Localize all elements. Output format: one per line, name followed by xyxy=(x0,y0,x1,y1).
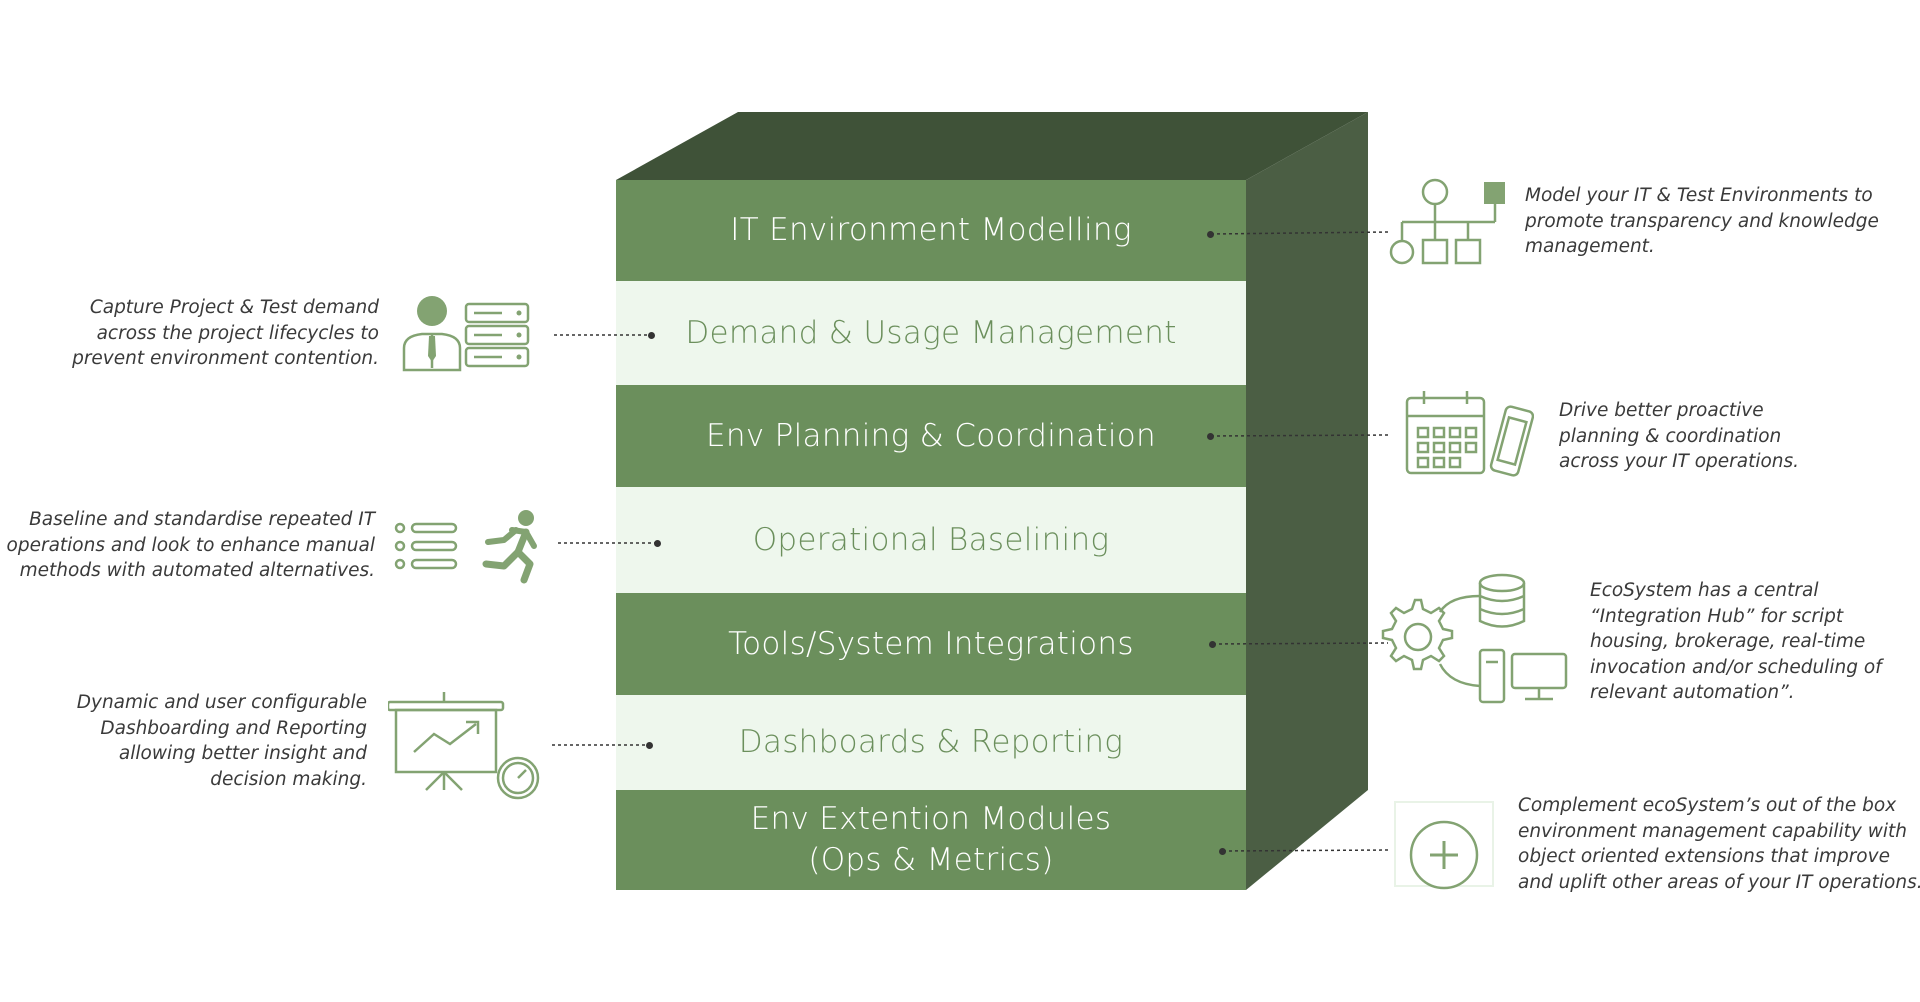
gear-database-computer-icon xyxy=(1381,573,1568,704)
description-line: methods with automated alternatives. xyxy=(19,560,375,581)
layer-operational-baselining: Operational Baselining xyxy=(616,487,1246,593)
connector-extensions xyxy=(1222,849,1391,852)
connector-dot-dashboards xyxy=(646,742,653,749)
layer-it-environment-modelling: IT Environment Modelling xyxy=(616,180,1246,281)
description-line: Complement ecoSystem’s out of the box xyxy=(1518,795,1897,816)
layer-label-line-1: Env Extention Modules xyxy=(750,801,1112,837)
layer-label-line-2: (Ops & Metrics) xyxy=(808,842,1054,878)
connector-dot-planning xyxy=(1207,433,1214,440)
checklist-runner-icon xyxy=(394,510,537,584)
connector-modelling xyxy=(1210,231,1389,235)
connector-integrations xyxy=(1212,642,1389,645)
connector-dot-integrations xyxy=(1209,641,1216,648)
description-line: promote transparency and knowledge xyxy=(1525,210,1879,232)
connector-dot-baselining xyxy=(654,540,661,547)
layer-label: IT Environment Modelling xyxy=(730,212,1132,248)
plus-window-icon xyxy=(1394,801,1494,890)
layer-env-planning-coordination: Env Planning & Coordination xyxy=(616,385,1246,487)
hierarchy-chart-icon xyxy=(1389,178,1505,265)
presentation-gauge-icon xyxy=(388,692,540,800)
description-line: invocation and/or scheduling of xyxy=(1590,656,1882,678)
description-line: operations and look to enhance manual xyxy=(6,534,375,556)
description-line: across the project lifecycles to xyxy=(96,322,379,344)
description-extensions: Complement ecoSystem’s out of the box en… xyxy=(1518,793,1920,895)
calendar-phone-icon xyxy=(1405,391,1534,477)
description-modelling: Model your IT & Test Environments to pro… xyxy=(1525,183,1879,260)
layer-label: Tools/System Integrations xyxy=(728,625,1134,662)
description-integrations: EcoSystem has a central “Integration Hub… xyxy=(1590,578,1882,706)
description-line: Capture Project & Test demand xyxy=(89,297,379,318)
description-line: relevant automation”. xyxy=(1590,682,1795,703)
connector-dot-demand xyxy=(648,332,655,339)
layer-label: Demand & Usage Management xyxy=(685,314,1177,351)
description-line: Dashboarding and Reporting xyxy=(100,717,367,739)
box-top-face xyxy=(616,112,1368,180)
layer-env-extension-modules: Env Extention Modules (Ops & Metrics) xyxy=(616,790,1246,890)
description-line: management. xyxy=(1525,236,1655,257)
layer-label: Operational Baselining xyxy=(752,521,1110,558)
description-line: EcoSystem has a central xyxy=(1590,580,1819,601)
description-line: Baseline and standardise repeated IT xyxy=(29,509,375,530)
description-line: housing, brokerage, real-time xyxy=(1590,631,1866,652)
description-line: object oriented extensions that improve xyxy=(1518,846,1890,867)
connector-dot-extensions xyxy=(1219,848,1226,855)
layer-dashboards-reporting: Dashboards & Reporting xyxy=(616,695,1246,790)
description-line: across your IT operations. xyxy=(1559,451,1800,472)
description-demand: Capture Project & Test demand across the… xyxy=(72,295,379,372)
layer-demand-usage-management: Demand & Usage Management xyxy=(616,281,1246,385)
description-line: and uplift other areas of your IT operat… xyxy=(1518,871,1920,893)
connector-planning xyxy=(1210,434,1389,437)
description-line: decision making. xyxy=(210,768,367,790)
box-side-face xyxy=(1246,112,1368,890)
description-line: Model your IT & Test Environments to xyxy=(1525,185,1873,206)
layer-tools-system-integrations: Tools/System Integrations xyxy=(616,593,1246,695)
description-line: “Integration Hub” for script xyxy=(1590,605,1844,627)
layer-label: Env Planning & Coordination xyxy=(706,417,1156,454)
description-planning: Drive better proactive planning & coordi… xyxy=(1559,398,1799,475)
connector-dot-modelling xyxy=(1207,231,1214,238)
person-server-icon xyxy=(402,296,530,372)
description-baselining: Baseline and standardise repeated IT ope… xyxy=(7,507,375,584)
description-line: Dynamic and user configurable xyxy=(76,692,367,713)
description-line: Drive better proactive xyxy=(1559,400,1764,421)
description-line: allowing better insight and xyxy=(118,743,367,764)
description-line: planning & coordination xyxy=(1559,425,1782,447)
description-line: environment management capability with xyxy=(1518,820,1907,842)
layer-label: Dashboards & Reporting xyxy=(738,724,1124,760)
description-dashboards: Dynamic and user configurable Dashboardi… xyxy=(77,690,367,792)
description-line: prevent environment contention. xyxy=(72,348,379,369)
